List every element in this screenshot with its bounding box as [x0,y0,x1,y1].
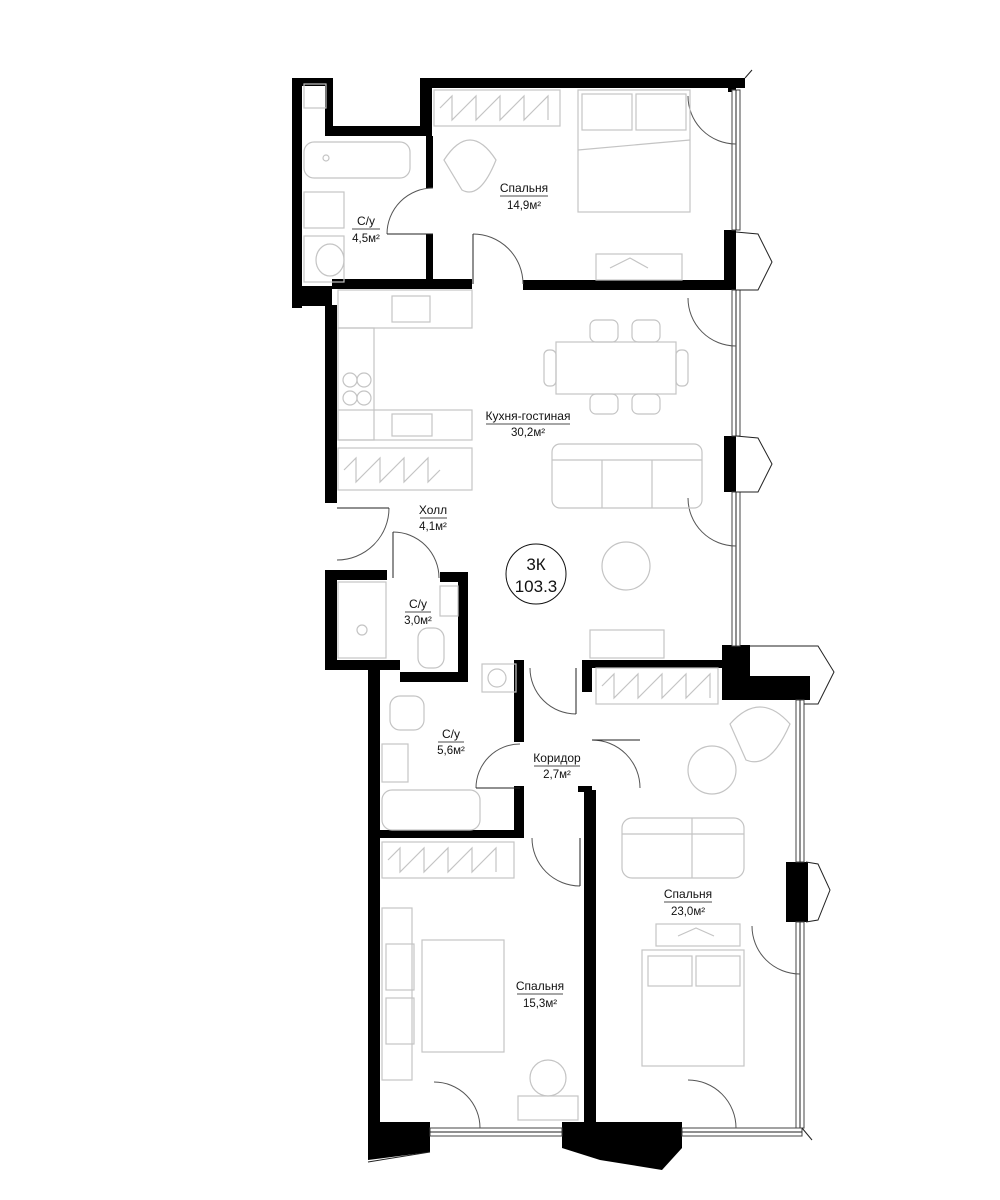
total-area: 103.3 [515,577,558,596]
room-area: 4,1м² [419,521,447,533]
apartment-badge: 3К 103.3 [505,543,567,605]
walls [292,78,810,1170]
room-name: Спальня [516,979,564,993]
windows [367,69,835,1163]
rooms-code: 3К [526,555,545,574]
room-name: Кухня-гостиная [486,409,571,423]
room-area: 14,9м² [507,200,541,212]
room-label-bathroom-1: С/у 4,5м² [352,214,380,245]
room-area: 5,6м² [437,745,465,757]
doors [336,95,801,1129]
room-name: С/у [409,597,427,611]
room-label-bathroom-3: С/у 5,6м² [437,727,465,757]
room-label-hall: Холл 4,1м² [419,503,447,533]
room-name: С/у [357,214,375,228]
room-name: Спальня [500,181,548,195]
room-area: 23,0м² [671,906,705,918]
room-label-bedroom-3: Спальня 23,0м² [664,887,712,918]
room-area: 15,3м² [523,998,557,1010]
room-name: Холл [419,503,447,517]
room-name: Спальня [664,887,712,901]
room-label-kitchen-living: Кухня-гостиная 30,2м² [486,409,571,439]
room-label-bathroom-2: С/у 3,0м² [404,597,432,627]
room-area: 3,0м² [404,615,432,627]
room-label-bedroom-2: Спальня 15,3м² [516,979,564,1010]
furniture [303,83,791,1121]
room-area: 30,2м² [511,427,545,439]
room-label-corridor: Коридор 2,7м² [533,751,581,781]
room-name: Коридор [533,751,581,765]
room-area: 2,7м² [543,769,571,781]
room-name: С/у [442,727,460,741]
room-area: 4,5м² [352,233,380,245]
room-label-bedroom-1: Спальня 14,9м² [500,181,548,212]
